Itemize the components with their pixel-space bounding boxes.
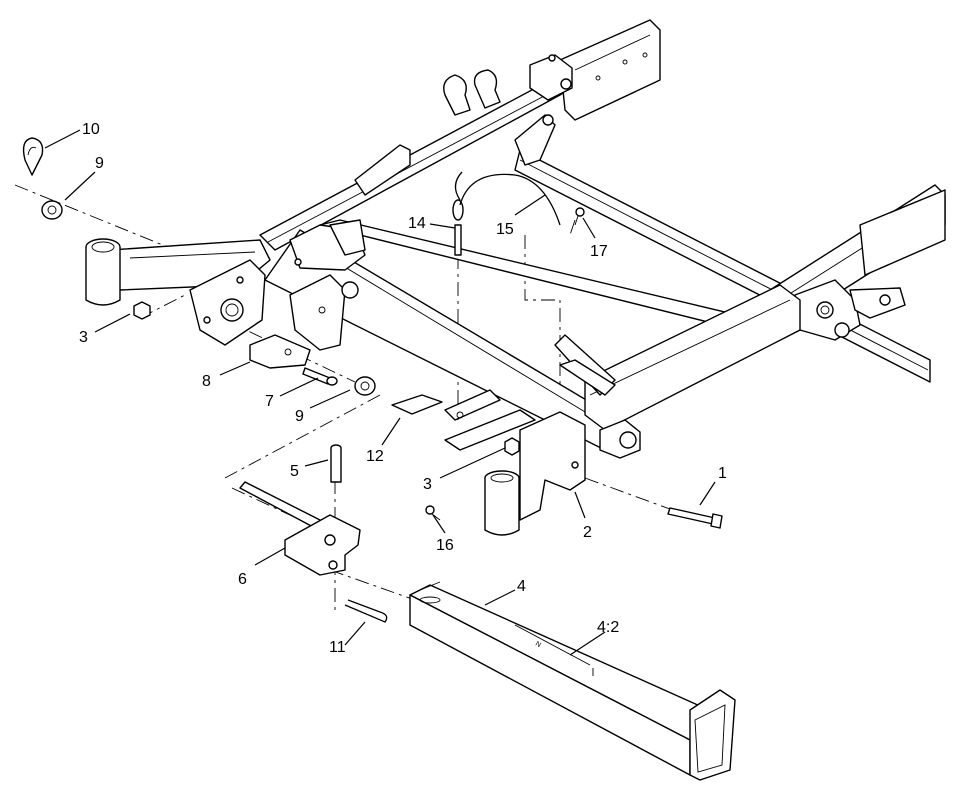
cotter-pin-11 xyxy=(344,599,388,623)
callout-7: 7 xyxy=(265,393,274,410)
callout-3-center: 3 xyxy=(423,476,432,493)
callout-9-top: 9 xyxy=(95,155,104,172)
left-caster-arm xyxy=(85,238,271,346)
callout-10: 10 xyxy=(82,121,100,138)
callout-2: 2 xyxy=(583,524,592,541)
hairpin-clip-10 xyxy=(22,137,44,176)
callout-11: 11 xyxy=(329,639,346,656)
callout-6: 6 xyxy=(238,571,247,588)
washer-9-top xyxy=(41,200,63,220)
tongue-4: N xyxy=(409,581,736,781)
callout-4: 4 xyxy=(517,578,526,595)
decal-text: N xyxy=(534,641,542,650)
callout-9-bottom: 9 xyxy=(295,408,304,425)
screw-17 xyxy=(574,207,585,226)
clevis-pin-5 xyxy=(330,444,342,483)
nut-3-center xyxy=(504,437,520,456)
callout-14: 14 xyxy=(408,215,426,232)
bracket-8 xyxy=(249,334,311,369)
washer-9-bottom xyxy=(354,376,376,396)
lanyard-15 xyxy=(454,171,561,226)
callout-16: 16 xyxy=(436,537,454,554)
caster-bracket-2 xyxy=(484,411,586,536)
nut-3-left xyxy=(133,301,151,320)
callout-8: 8 xyxy=(202,373,211,390)
mower-frame xyxy=(259,19,946,459)
callout-12: 12 xyxy=(366,448,384,465)
plate-12 xyxy=(391,394,443,415)
hitch-6 xyxy=(239,481,361,576)
callout-5: 5 xyxy=(290,463,299,480)
bolt-7 xyxy=(302,367,338,386)
leader-lines xyxy=(44,129,716,656)
callout-1: 1 xyxy=(718,465,727,482)
callout-15: 15 xyxy=(496,221,514,238)
callout-3-left: 3 xyxy=(79,329,88,346)
callout-17: 17 xyxy=(590,243,608,260)
callout-labels: 10 9 3 8 7 9 14 15 17 12 3 5 1 2 16 6 4 … xyxy=(79,121,727,656)
center-cradle xyxy=(444,389,536,451)
callout-4-2: 4:2 xyxy=(597,619,619,636)
bolt-1 xyxy=(667,507,723,529)
bolt-16 xyxy=(425,505,441,521)
